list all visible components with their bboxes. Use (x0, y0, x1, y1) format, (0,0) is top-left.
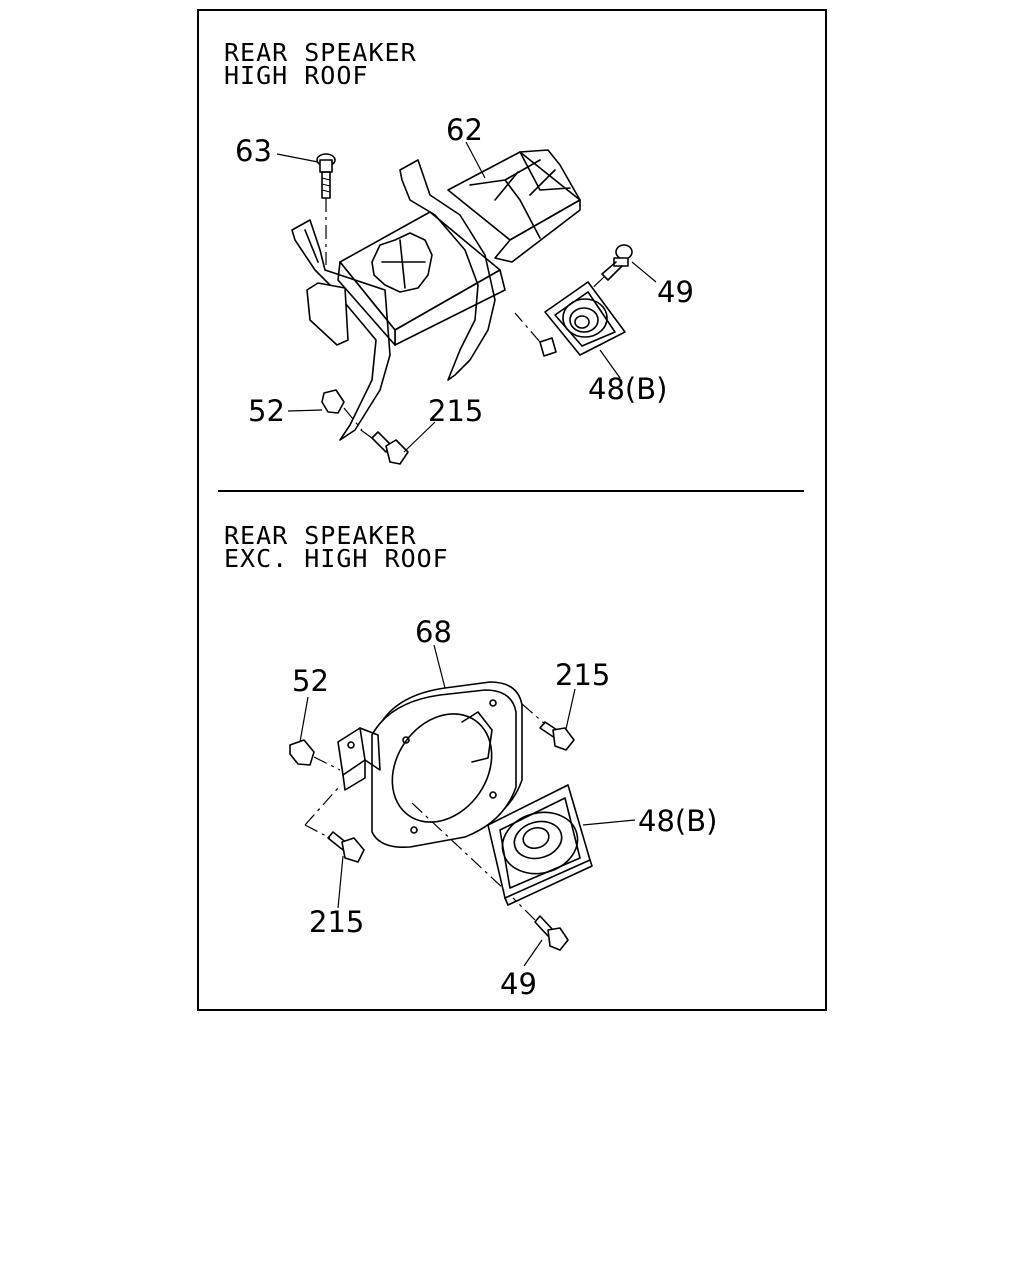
leader-215-lower-right (565, 688, 576, 730)
callout-48b-lower: 48(B) (638, 804, 717, 838)
bolt-part-215-lower-left (304, 787, 365, 863)
leader-48b-upper (599, 349, 621, 379)
section1-heading-line1: REAR SPEAKER (224, 38, 417, 67)
callout-68: 68 (415, 615, 452, 649)
speaker-bracket-part-68 (337, 681, 523, 849)
screw-part-49-upper (583, 244, 633, 297)
leader-49-lower (523, 939, 543, 967)
callout-215-lower-left: 215 (309, 905, 364, 939)
speaker-part-48b-lower (411, 784, 593, 906)
section2-heading-line2: EXC. HIGH ROOF (224, 544, 449, 573)
leader-62 (465, 141, 486, 179)
speaker-part-48b-upper (514, 281, 626, 357)
callout-52-lower: 52 (292, 664, 329, 698)
leader-52-lower (299, 696, 309, 743)
callout-63: 63 (235, 134, 272, 168)
callout-215-upper: 215 (428, 394, 483, 428)
callout-49-lower: 49 (500, 967, 537, 1001)
section-high-roof: REAR SPEAKER HIGH ROOF (224, 38, 694, 465)
leader-48b-lower (582, 819, 636, 826)
bolt-part-215-lower-right (521, 703, 575, 751)
clip-part-52-upper (321, 389, 363, 431)
diagram-frame (197, 9, 827, 1011)
section1-heading-line2: HIGH ROOF (224, 61, 368, 90)
callout-48b-upper: 48(B) (588, 372, 667, 406)
bolt-part-215-upper (357, 427, 409, 465)
leader-63 (276, 153, 319, 163)
callout-49-upper: 49 (657, 275, 694, 309)
section2-heading-line1: REAR SPEAKER (224, 521, 417, 550)
leader-215-upper (403, 421, 436, 453)
callout-62: 62 (446, 113, 483, 147)
callout-52-upper: 52 (248, 394, 285, 428)
leader-52-upper (287, 409, 323, 412)
section-exc-high-roof: REAR SPEAKER EXC. HIGH ROOF (224, 521, 717, 1001)
clip-part-52-lower (289, 739, 341, 771)
leader-68 (433, 644, 446, 689)
screw-part-49-lower (512, 897, 569, 951)
leader-49-upper (631, 261, 657, 283)
speaker-bracket-part-62 (291, 149, 581, 441)
screw-part-63 (316, 153, 336, 265)
callout-215-lower-right: 215 (555, 658, 610, 692)
leader-215-lower-left (337, 855, 344, 909)
